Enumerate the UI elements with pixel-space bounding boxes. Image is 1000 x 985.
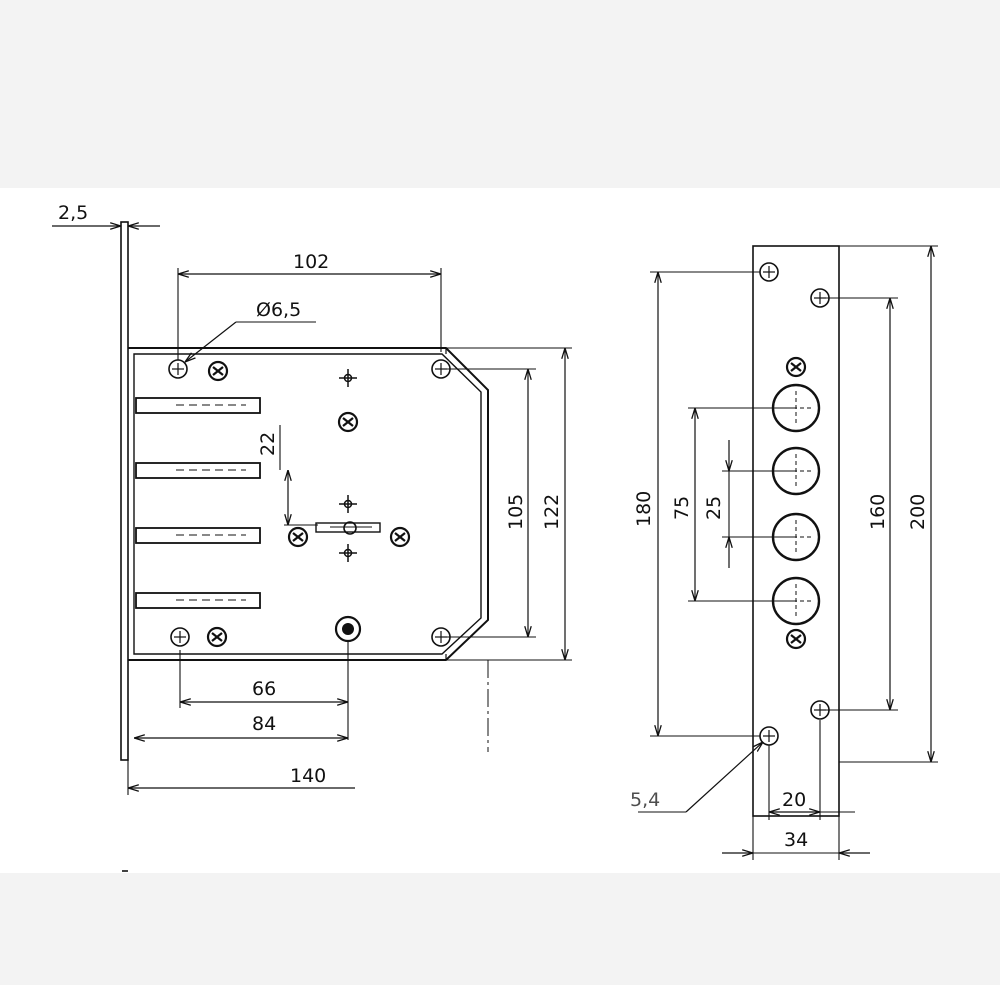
dimension-66: 66 bbox=[179, 642, 349, 740]
dim-label: 102 bbox=[293, 251, 329, 273]
dimension-122: 122 bbox=[446, 347, 572, 661]
cylinder-hole bbox=[334, 615, 362, 643]
dimension-180: 180 bbox=[633, 271, 760, 737]
dimension-34: 34 bbox=[722, 816, 870, 860]
dimension-200: 200 bbox=[839, 245, 938, 763]
lock-body-view bbox=[120, 221, 489, 761]
dimension-hole-diameter: Ø6,5 bbox=[185, 299, 316, 362]
dimension-strike-hole-diameter: 5,4 bbox=[630, 742, 763, 813]
dim-label: 25 bbox=[703, 496, 725, 520]
dim-label: Ø6,5 bbox=[256, 299, 301, 321]
strike-plate-view bbox=[752, 245, 840, 817]
dim-label: 122 bbox=[541, 494, 563, 530]
dimension-22: 22 bbox=[257, 425, 318, 526]
bolt bbox=[135, 527, 261, 544]
dim-label: 200 bbox=[907, 494, 929, 530]
bolt bbox=[135, 397, 261, 414]
dimension-25: 25 bbox=[703, 440, 796, 568]
lock-body-inner bbox=[133, 353, 482, 655]
key-mechanism bbox=[315, 521, 381, 535]
dim-label: 160 bbox=[867, 494, 889, 530]
dim-label: 5,4 bbox=[630, 789, 660, 811]
dimension-84: 84 bbox=[134, 713, 348, 738]
dim-label: 34 bbox=[784, 829, 808, 851]
dim-label: 20 bbox=[782, 789, 806, 811]
bottom-band bbox=[0, 873, 1000, 985]
dim-label: 105 bbox=[505, 494, 527, 530]
dim-label: 66 bbox=[252, 678, 276, 700]
dimension-102: 102 bbox=[177, 251, 442, 360]
top-band bbox=[0, 0, 1000, 188]
dimension-75: 75 bbox=[671, 407, 796, 602]
face-plate bbox=[120, 221, 129, 761]
dim-label: 2,5 bbox=[58, 202, 88, 224]
dim-label: 180 bbox=[633, 491, 655, 527]
dim-label: 75 bbox=[671, 496, 693, 520]
dim-label: 22 bbox=[257, 432, 279, 456]
dimension-105: 105 bbox=[446, 368, 536, 638]
paper-area bbox=[0, 188, 1000, 873]
dim-label: 84 bbox=[252, 713, 276, 735]
strike-plate bbox=[752, 245, 840, 817]
dimension-160: 160 bbox=[820, 297, 898, 711]
dimension-plate-thickness: 2,5 bbox=[52, 202, 160, 226]
dim-label: 140 bbox=[290, 765, 326, 787]
lock-body-outline bbox=[128, 347, 489, 661]
bolt bbox=[135, 592, 261, 609]
dimension-20: 20 bbox=[768, 720, 855, 820]
bolt bbox=[135, 462, 261, 479]
dimension-140: 140 bbox=[127, 760, 355, 795]
